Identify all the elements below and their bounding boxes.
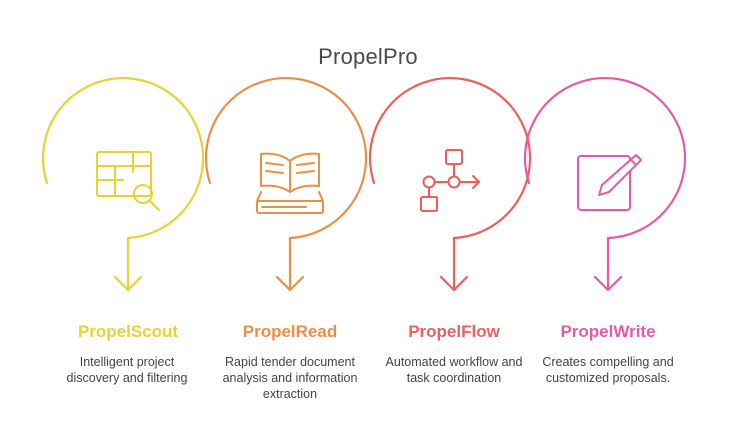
open-book-icon bbox=[256, 152, 324, 214]
step-4-description: Creates compelling and customized propos… bbox=[542, 355, 674, 385]
step-2-ring bbox=[204, 77, 368, 240]
step-4-graphic bbox=[523, 77, 687, 292]
step-2-arrowhead-icon bbox=[275, 275, 305, 292]
workflow-icon bbox=[420, 149, 480, 212]
step-4-ring bbox=[523, 77, 687, 240]
edit-document-icon bbox=[577, 154, 642, 211]
step-2-name: PropelRead bbox=[242, 322, 338, 341]
step-4-name: PropelWrite bbox=[560, 322, 656, 341]
step-3-graphic bbox=[368, 77, 532, 292]
table-search-icon bbox=[96, 151, 160, 211]
step-2-graphic bbox=[204, 77, 368, 292]
step-1-description: Intelligent project discovery and filter… bbox=[66, 355, 188, 385]
step-1-graphic bbox=[42, 77, 205, 292]
step-3-name: PropelFlow bbox=[408, 322, 500, 341]
step-3-arrowhead-icon bbox=[439, 275, 469, 292]
step-2-description: Rapid tender document analysis and infor… bbox=[222, 355, 358, 401]
step-3-ring bbox=[368, 77, 532, 240]
step-4-arrowhead-icon bbox=[593, 275, 623, 292]
step-3-description: Automated workflow and task coordination bbox=[385, 355, 523, 385]
diagram-title: PropelPro bbox=[318, 44, 418, 69]
step-1-ring bbox=[42, 77, 205, 240]
step-1-arrowhead-icon bbox=[113, 275, 143, 292]
step-1-name: PropelScout bbox=[77, 322, 179, 341]
